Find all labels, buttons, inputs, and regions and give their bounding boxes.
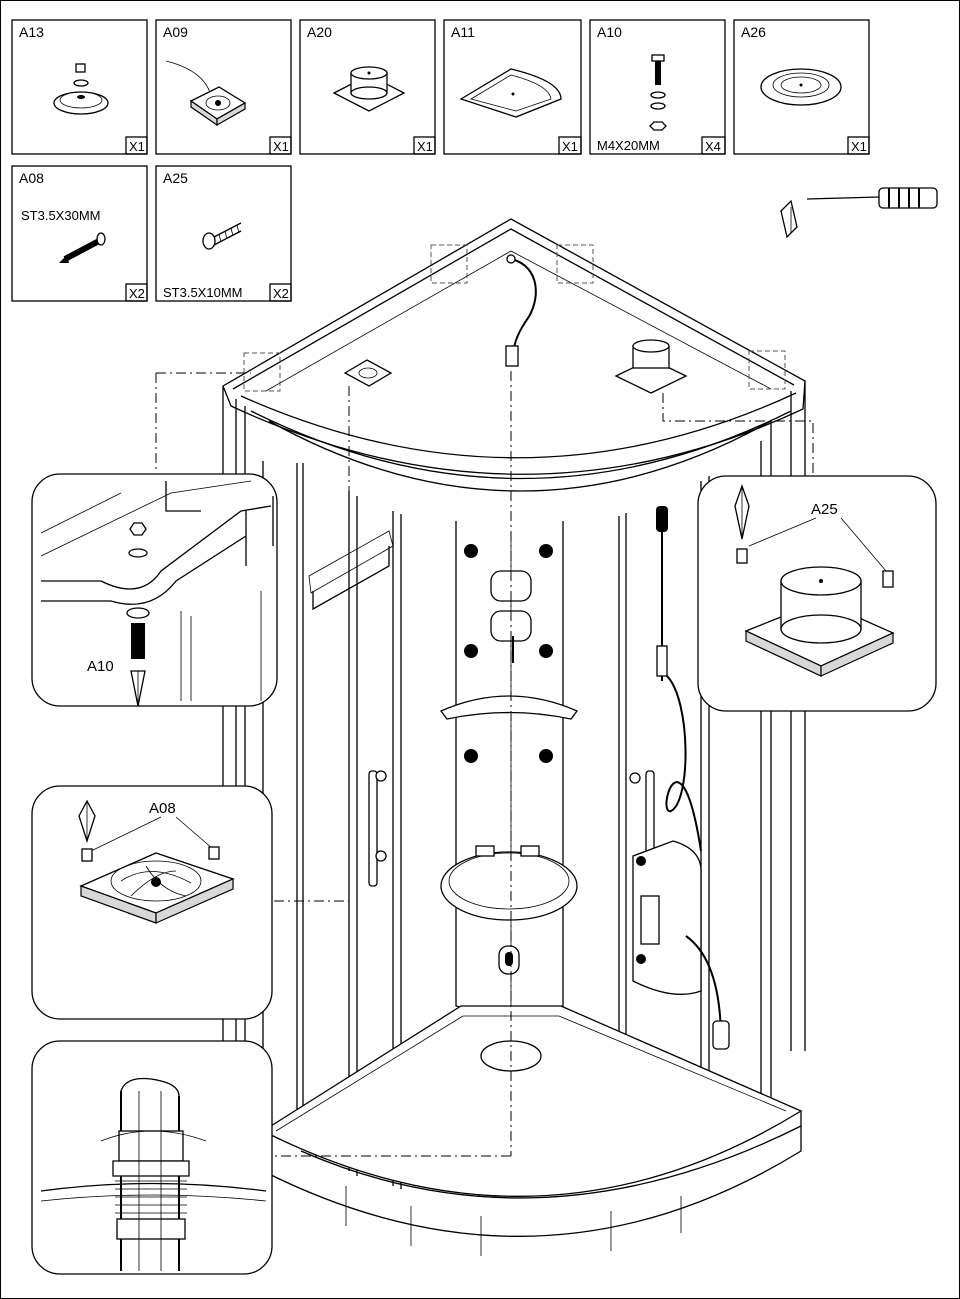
part-spec: ST3.5X30MM: [21, 208, 100, 223]
shower-cabin: [155, 218, 814, 1256]
part-spec: M4X20MM: [597, 138, 660, 153]
part-code: A11: [451, 24, 475, 40]
part-qty: X1: [417, 139, 433, 154]
bolt-icon: [649, 54, 667, 131]
part-code: A09: [163, 24, 188, 40]
speaker-cover-icon: [760, 68, 842, 106]
fan-icon: [165, 60, 247, 127]
detail-speaker-screws: A25: [697, 475, 937, 712]
towel-rail: [308, 530, 394, 611]
part-code: A26: [741, 24, 766, 40]
screwdriver-icon: [780, 187, 938, 239]
overhead-hose: [505, 254, 537, 367]
cover-cap-icon: [53, 63, 109, 115]
part-box-a13: A13 X1: [11, 19, 148, 155]
part-qty: X1: [562, 139, 578, 154]
part-code: A25: [163, 170, 188, 186]
part-qty: X2: [129, 286, 145, 301]
detail-label-a25: A25: [811, 501, 838, 518]
shower-column: [439, 521, 579, 1020]
roof-panel-icon: [459, 68, 562, 118]
part-box-a25: A25 ST3.5X10MM X2: [155, 165, 292, 302]
part-code: A20: [307, 24, 332, 40]
speaker-icon: [332, 66, 406, 112]
detail-fan-screws: A08: [31, 785, 273, 1020]
part-box-a09: A09 X1: [155, 19, 292, 155]
part-box-a11: A11 X1: [443, 19, 582, 155]
part-code: A10: [597, 24, 622, 40]
hand-shower: [656, 506, 702, 852]
part-code: A08: [19, 170, 44, 186]
detail-hose-nut: [31, 1040, 273, 1275]
part-box-a10: A10 M4X20MM X4: [589, 19, 726, 155]
part-box-a26: A26 X1: [733, 19, 870, 155]
detail-roof-bolt: A10: [31, 473, 278, 707]
detail-label-a10: A10: [87, 658, 114, 675]
part-qty: X4: [705, 139, 721, 154]
part-qty: X1: [851, 139, 867, 154]
part-code: A13: [19, 24, 44, 40]
part-box-a20: A20 X1: [299, 19, 436, 155]
part-qty: X2: [273, 286, 289, 301]
screw-icon: [202, 222, 242, 250]
roof-fan: [343, 359, 393, 387]
screw-icon: [59, 232, 106, 263]
part-spec: ST3.5X10MM: [163, 285, 242, 300]
door-handle-left: [368, 770, 387, 887]
part-qty: X1: [273, 139, 289, 154]
part-box-a08: A08 ST3.5X30MM X2: [11, 165, 148, 302]
folding-seat: [440, 845, 578, 921]
control-panel: [632, 840, 730, 1050]
part-qty: X1: [129, 139, 145, 154]
roof-speaker: [614, 339, 688, 394]
detail-label-a08: A08: [149, 800, 176, 817]
